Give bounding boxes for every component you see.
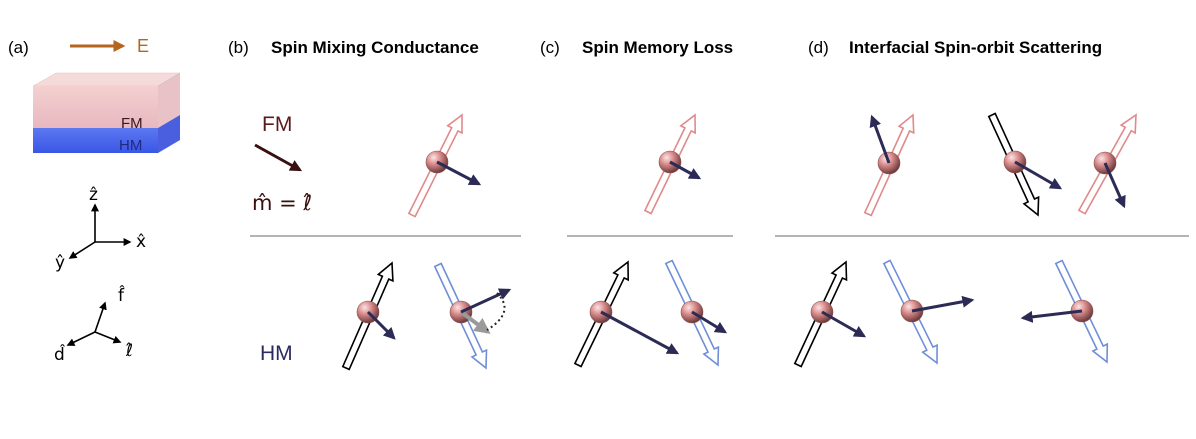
moment-arrow-d-hm-2 [911,295,975,313]
fm-region-label: FM [262,113,292,136]
y-axis [68,241,96,259]
moment-arrow-c-hm-1 [600,310,680,355]
fm-top-face [32,72,181,87]
precessed-moment-b-hm-2 [459,310,491,334]
y-axis-label: ŷ [55,253,65,273]
moment-arrow-d-hm-3 [1020,309,1083,323]
x-axis-label: x̂ [136,232,146,252]
panel-a: (a) E FM HM ẑ x̂ ŷ f̂ d̂ [8,36,181,365]
spin-glyphs [341,112,1137,371]
l-axis-label: ℓ̂ [125,341,133,361]
f-axis [94,301,107,333]
d-axis [66,331,96,346]
moment-arrow-b-hm-1 [366,310,396,340]
panel-d-title: Interfacial Spin-orbit Scattering [849,38,1102,57]
fm-side-face [158,73,180,128]
moment-arrow-d-fm-3 [1103,162,1126,209]
panel-c-label: (c) [540,38,560,57]
magnetization-equation: m̂ = ℓ̂ [252,191,312,215]
moment-arrow-d-fm-2 [1014,160,1063,190]
moment-arrow-c-fm [669,160,702,180]
panel-b-label: (b) [228,38,249,57]
magnetization-direction-arrow [254,143,303,172]
hm-layer-label: HM [119,137,142,154]
bilayer-block: FM HM [32,72,181,154]
hm-front-face [33,128,158,153]
moment-arrow-d-fm-1 [869,114,891,164]
precession-arc [486,292,506,331]
panel-d-label: (d) [808,38,829,57]
panel-a-label: (a) [8,38,29,57]
moment-arrow-b-hm-2 [460,288,512,314]
f-axis-label: f̂ [118,285,125,306]
fdl-axes: f̂ d̂ ℓ̂ [54,285,133,365]
hm-region-label: HM [260,342,293,365]
fm-front-face [33,86,158,128]
d-axis-label: d̂ [54,344,66,365]
panel-b-title: Spin Mixing Conductance [271,38,479,57]
xyz-axes: ẑ x̂ ŷ [55,185,146,273]
electric-field-label: E [137,36,149,56]
moment-arrow-b-fm [436,160,482,186]
z-axis-label: ẑ [89,185,98,205]
moment-arrow-c-hm-2 [691,310,728,334]
panel-c-title: Spin Memory Loss [582,38,733,57]
l-axis [94,331,122,344]
moment-arrow-d-hm-1 [821,310,867,338]
fm-layer-label: FM [121,115,143,132]
